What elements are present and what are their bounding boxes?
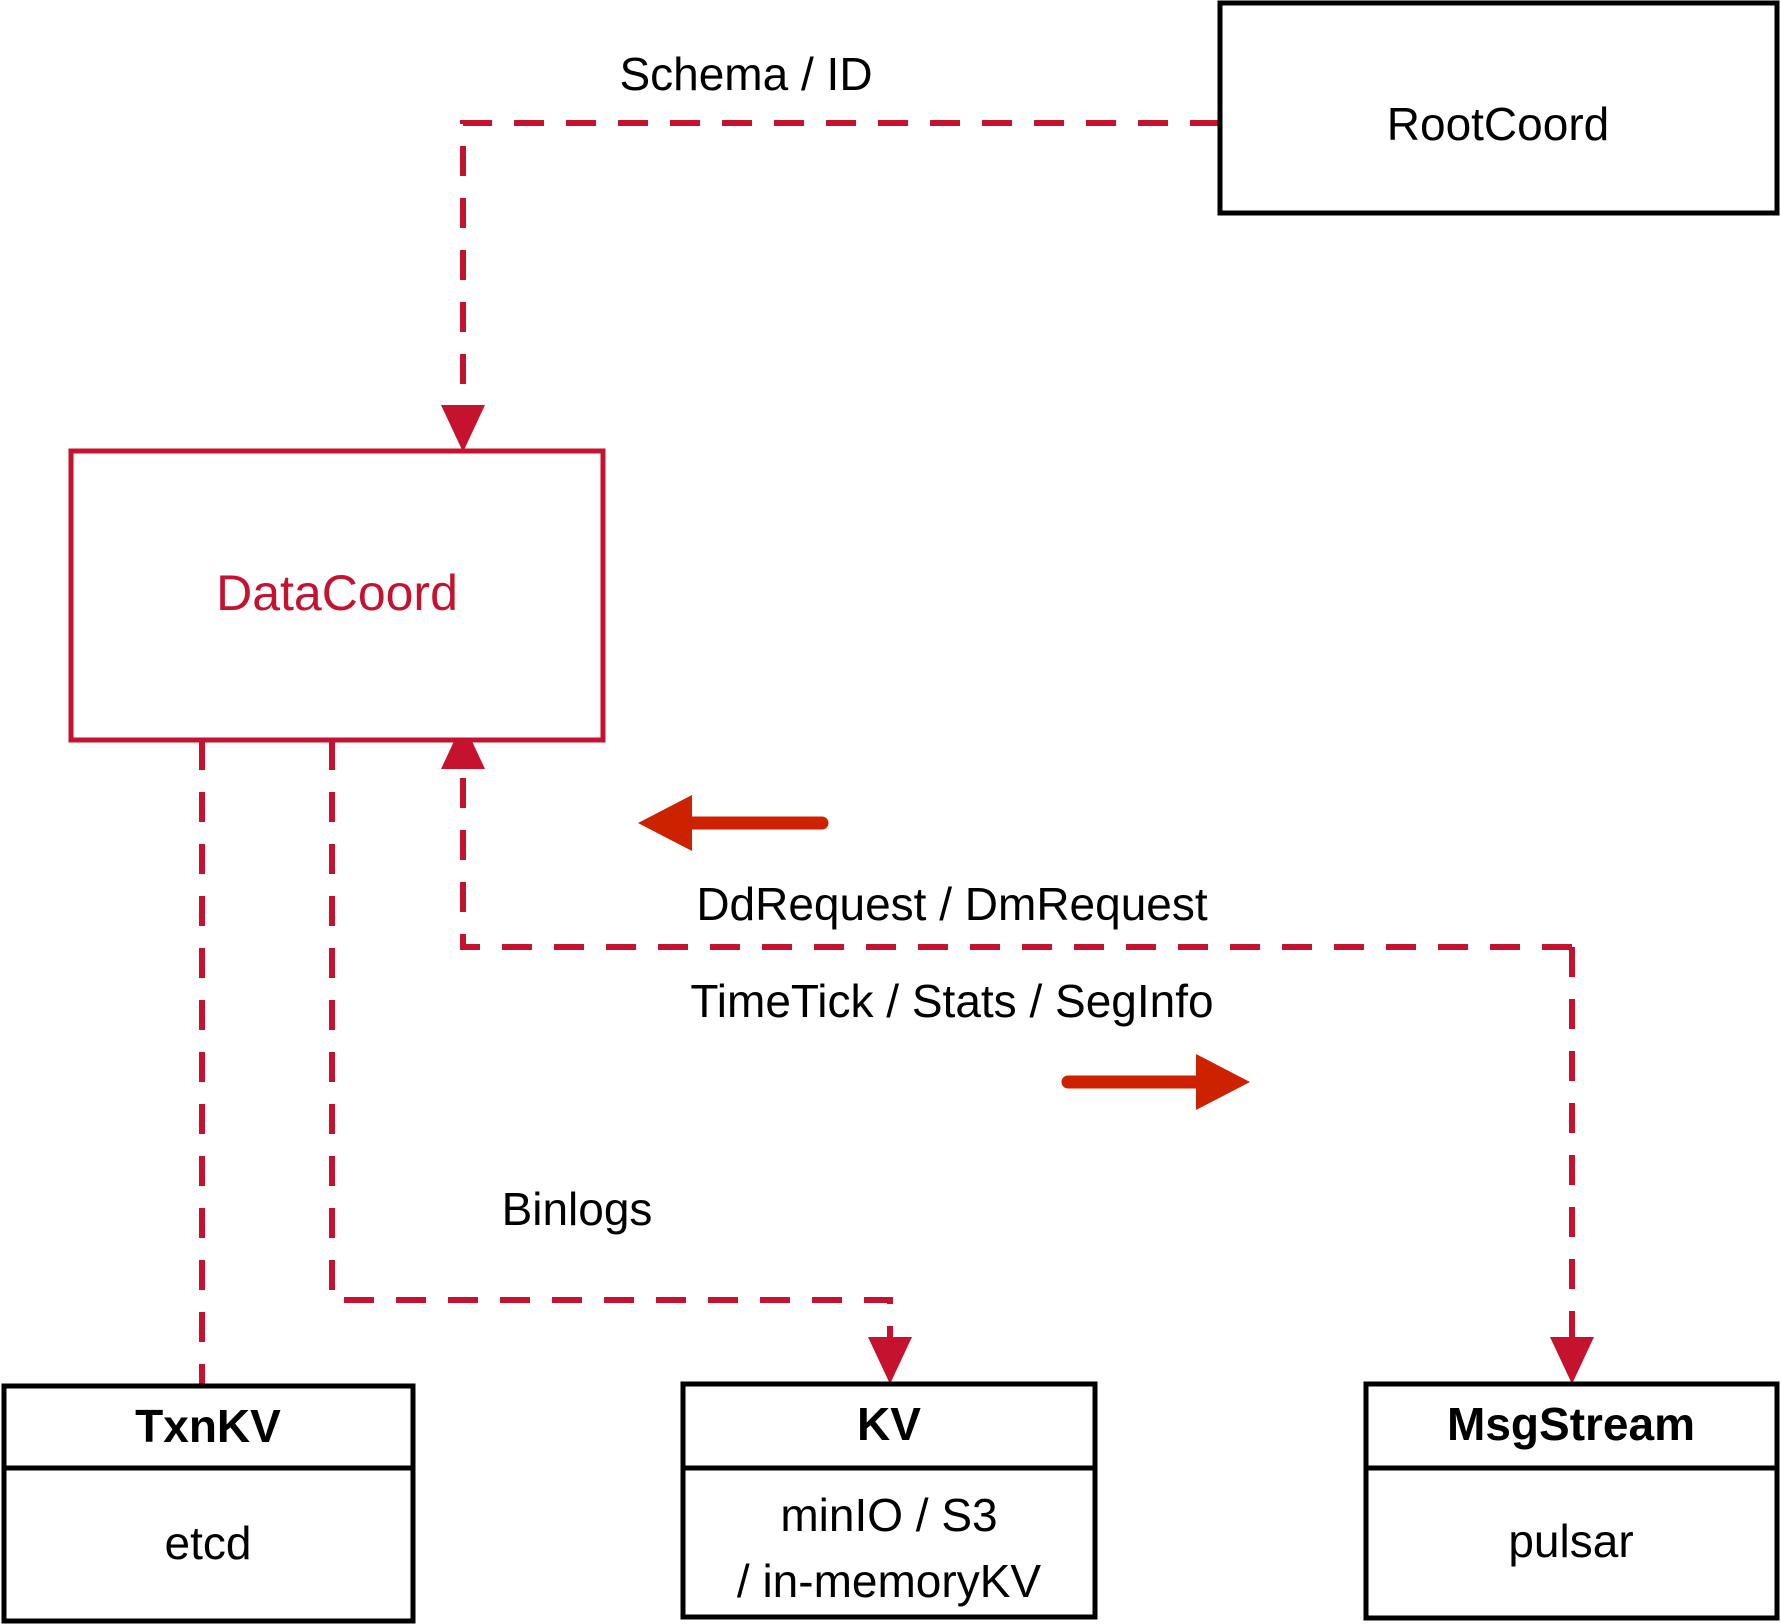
node-kv[interactable]: KV minIO / S3 / in-memoryKV xyxy=(680,1381,1098,1620)
edge-msgstream-to-datacoord-path xyxy=(460,760,1572,950)
node-txnkv[interactable]: TxnKV etcd xyxy=(1,1383,416,1624)
arrowhead-into-datacoord-top xyxy=(441,405,485,452)
edge-label-binlogs: Binlogs xyxy=(502,1183,653,1235)
node-txnkv-box[interactable] xyxy=(1,1383,416,1624)
edge-rootcoord-to-datacoord-path xyxy=(460,120,1220,432)
node-kv-subtitle-line2: / in-memoryKV xyxy=(737,1555,1041,1607)
edge-label-dd-dm-request: DdRequest / DmRequest xyxy=(696,878,1208,930)
node-msgstream-box[interactable] xyxy=(1363,1381,1780,1621)
node-msgstream[interactable]: MsgStream pulsar xyxy=(1363,1381,1780,1621)
node-kv-title: KV xyxy=(857,1398,921,1450)
inbound-flow-arrow-head xyxy=(638,795,692,851)
outbound-flow-arrow xyxy=(1061,1054,1250,1110)
node-rootcoord-label: RootCoord xyxy=(1387,98,1609,150)
node-rootcoord[interactable]: RootCoord xyxy=(1217,0,1780,216)
inbound-flow-arrow xyxy=(638,795,829,851)
edge-datacoord-to-msgstream xyxy=(1550,947,1594,1384)
node-msgstream-title: MsgStream xyxy=(1447,1398,1695,1450)
edge-rootcoord-to-datacoord xyxy=(441,120,1220,452)
arrowhead-into-datacoord-bottom xyxy=(441,722,485,769)
node-datacoord-label: DataCoord xyxy=(216,565,458,621)
arrowhead-into-kv xyxy=(868,1337,912,1384)
node-txnkv-subtitle: etcd xyxy=(165,1517,252,1569)
node-kv-subtitle-line1: minIO / S3 xyxy=(780,1489,997,1541)
node-rootcoord-box[interactable] xyxy=(1217,0,1780,216)
node-datacoord-box[interactable] xyxy=(68,448,606,743)
arrowhead-into-msgstream xyxy=(1550,1337,1594,1384)
edge-label-timetick-stats-seginfo: TimeTick / Stats / SegInfo xyxy=(690,975,1213,1027)
node-kv-box[interactable] xyxy=(680,1381,1098,1620)
edge-msgstream-to-datacoord xyxy=(441,722,1572,950)
edge-label-schema-id: Schema / ID xyxy=(619,48,872,100)
outbound-flow-arrow-head xyxy=(1196,1054,1250,1110)
node-datacoord[interactable]: DataCoord xyxy=(68,448,606,743)
node-msgstream-subtitle: pulsar xyxy=(1508,1515,1633,1567)
node-txnkv-title: TxnKV xyxy=(135,1400,281,1452)
edge-datacoord-to-kv xyxy=(329,740,912,1384)
edge-datacoord-to-kv-path xyxy=(329,740,893,1345)
